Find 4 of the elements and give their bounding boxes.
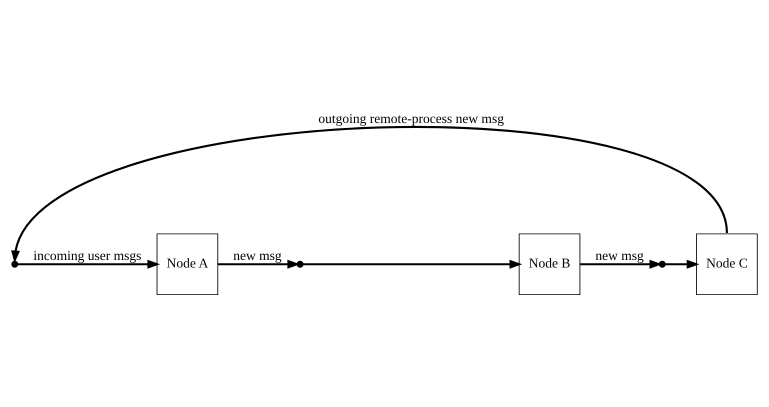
edge-label: incoming user msgs <box>33 248 142 263</box>
edge-label: new msg <box>595 248 644 263</box>
edge-label: new msg <box>233 248 282 263</box>
edge-label: outgoing remote-process new msg <box>318 111 504 126</box>
